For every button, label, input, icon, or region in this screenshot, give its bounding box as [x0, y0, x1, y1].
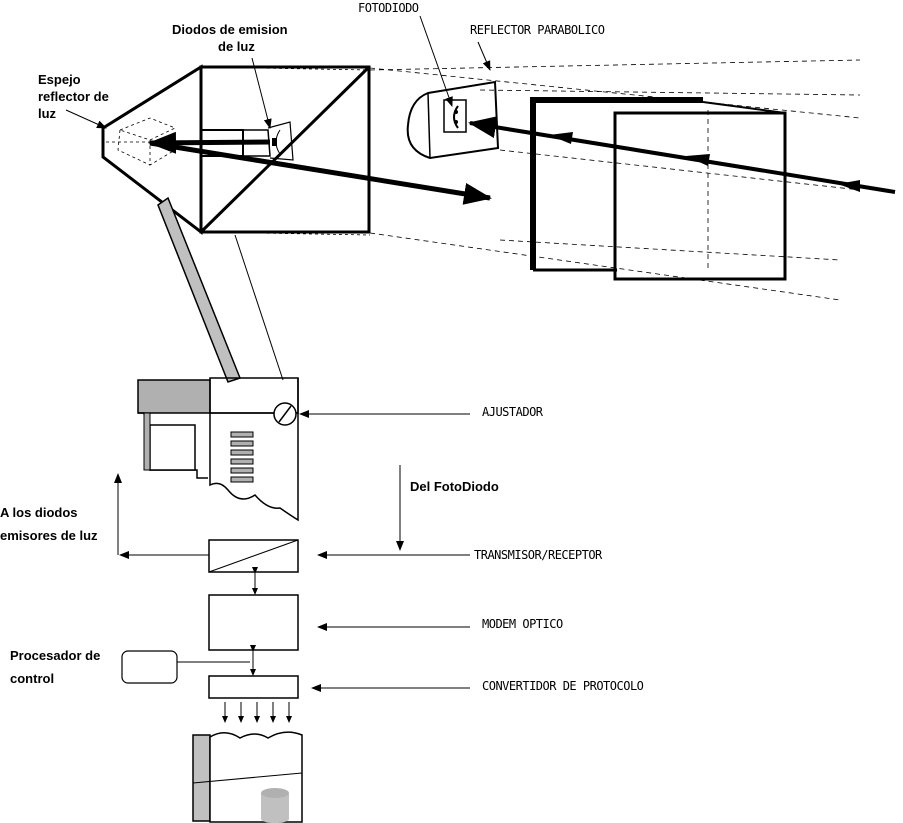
- to-leds-label-line1: A los diodos: [0, 505, 78, 520]
- processor-label-line1: Procesador de: [10, 648, 100, 663]
- protocol-converter-block: [208, 675, 299, 699]
- photodiode-reflector: [406, 80, 500, 160]
- mirror-label-line3: luz: [38, 106, 57, 121]
- labels: Espejo reflector de luz Diodos de emisio…: [0, 1, 644, 693]
- adjust-knob-icon: [273, 402, 297, 426]
- optical-modem-block: [208, 594, 299, 651]
- processor-label-line2: control: [10, 671, 54, 686]
- mirror-label-line2: reflector de: [38, 89, 109, 104]
- diodes-label-line1: Diodos de emision: [172, 22, 288, 37]
- support-arms: [157, 196, 284, 383]
- reflector-label: REFLECTOR PARABOLICO: [470, 23, 605, 37]
- cylinder-icon: [261, 788, 289, 823]
- converter-label: CONVERTIDOR DE PROTOCOLO: [482, 679, 644, 693]
- photodiode-label: FOTODIODO: [358, 1, 419, 15]
- optical-head: [101, 59, 861, 301]
- receiving-frames: [468, 97, 896, 281]
- top-leaders: [65, 15, 491, 129]
- adjuster-label: AJUSTADOR: [482, 405, 544, 419]
- transceiver-label: TRANSMISOR/RECEPTOR: [474, 548, 603, 562]
- mirror-label-line1: Espejo: [38, 72, 81, 87]
- diodes-label-line2: de luz: [218, 39, 255, 54]
- to-leds-label-line2: emisores de luz: [0, 528, 98, 543]
- block-diagram: [114, 465, 470, 723]
- control-processor-block: [121, 650, 178, 684]
- from-photodiode-label: Del FotoDiodo: [410, 479, 499, 494]
- adjuster-housing: [137, 377, 470, 522]
- modem-label: MODEM OPTICO: [482, 617, 563, 631]
- bottom-equipment: [192, 731, 303, 823]
